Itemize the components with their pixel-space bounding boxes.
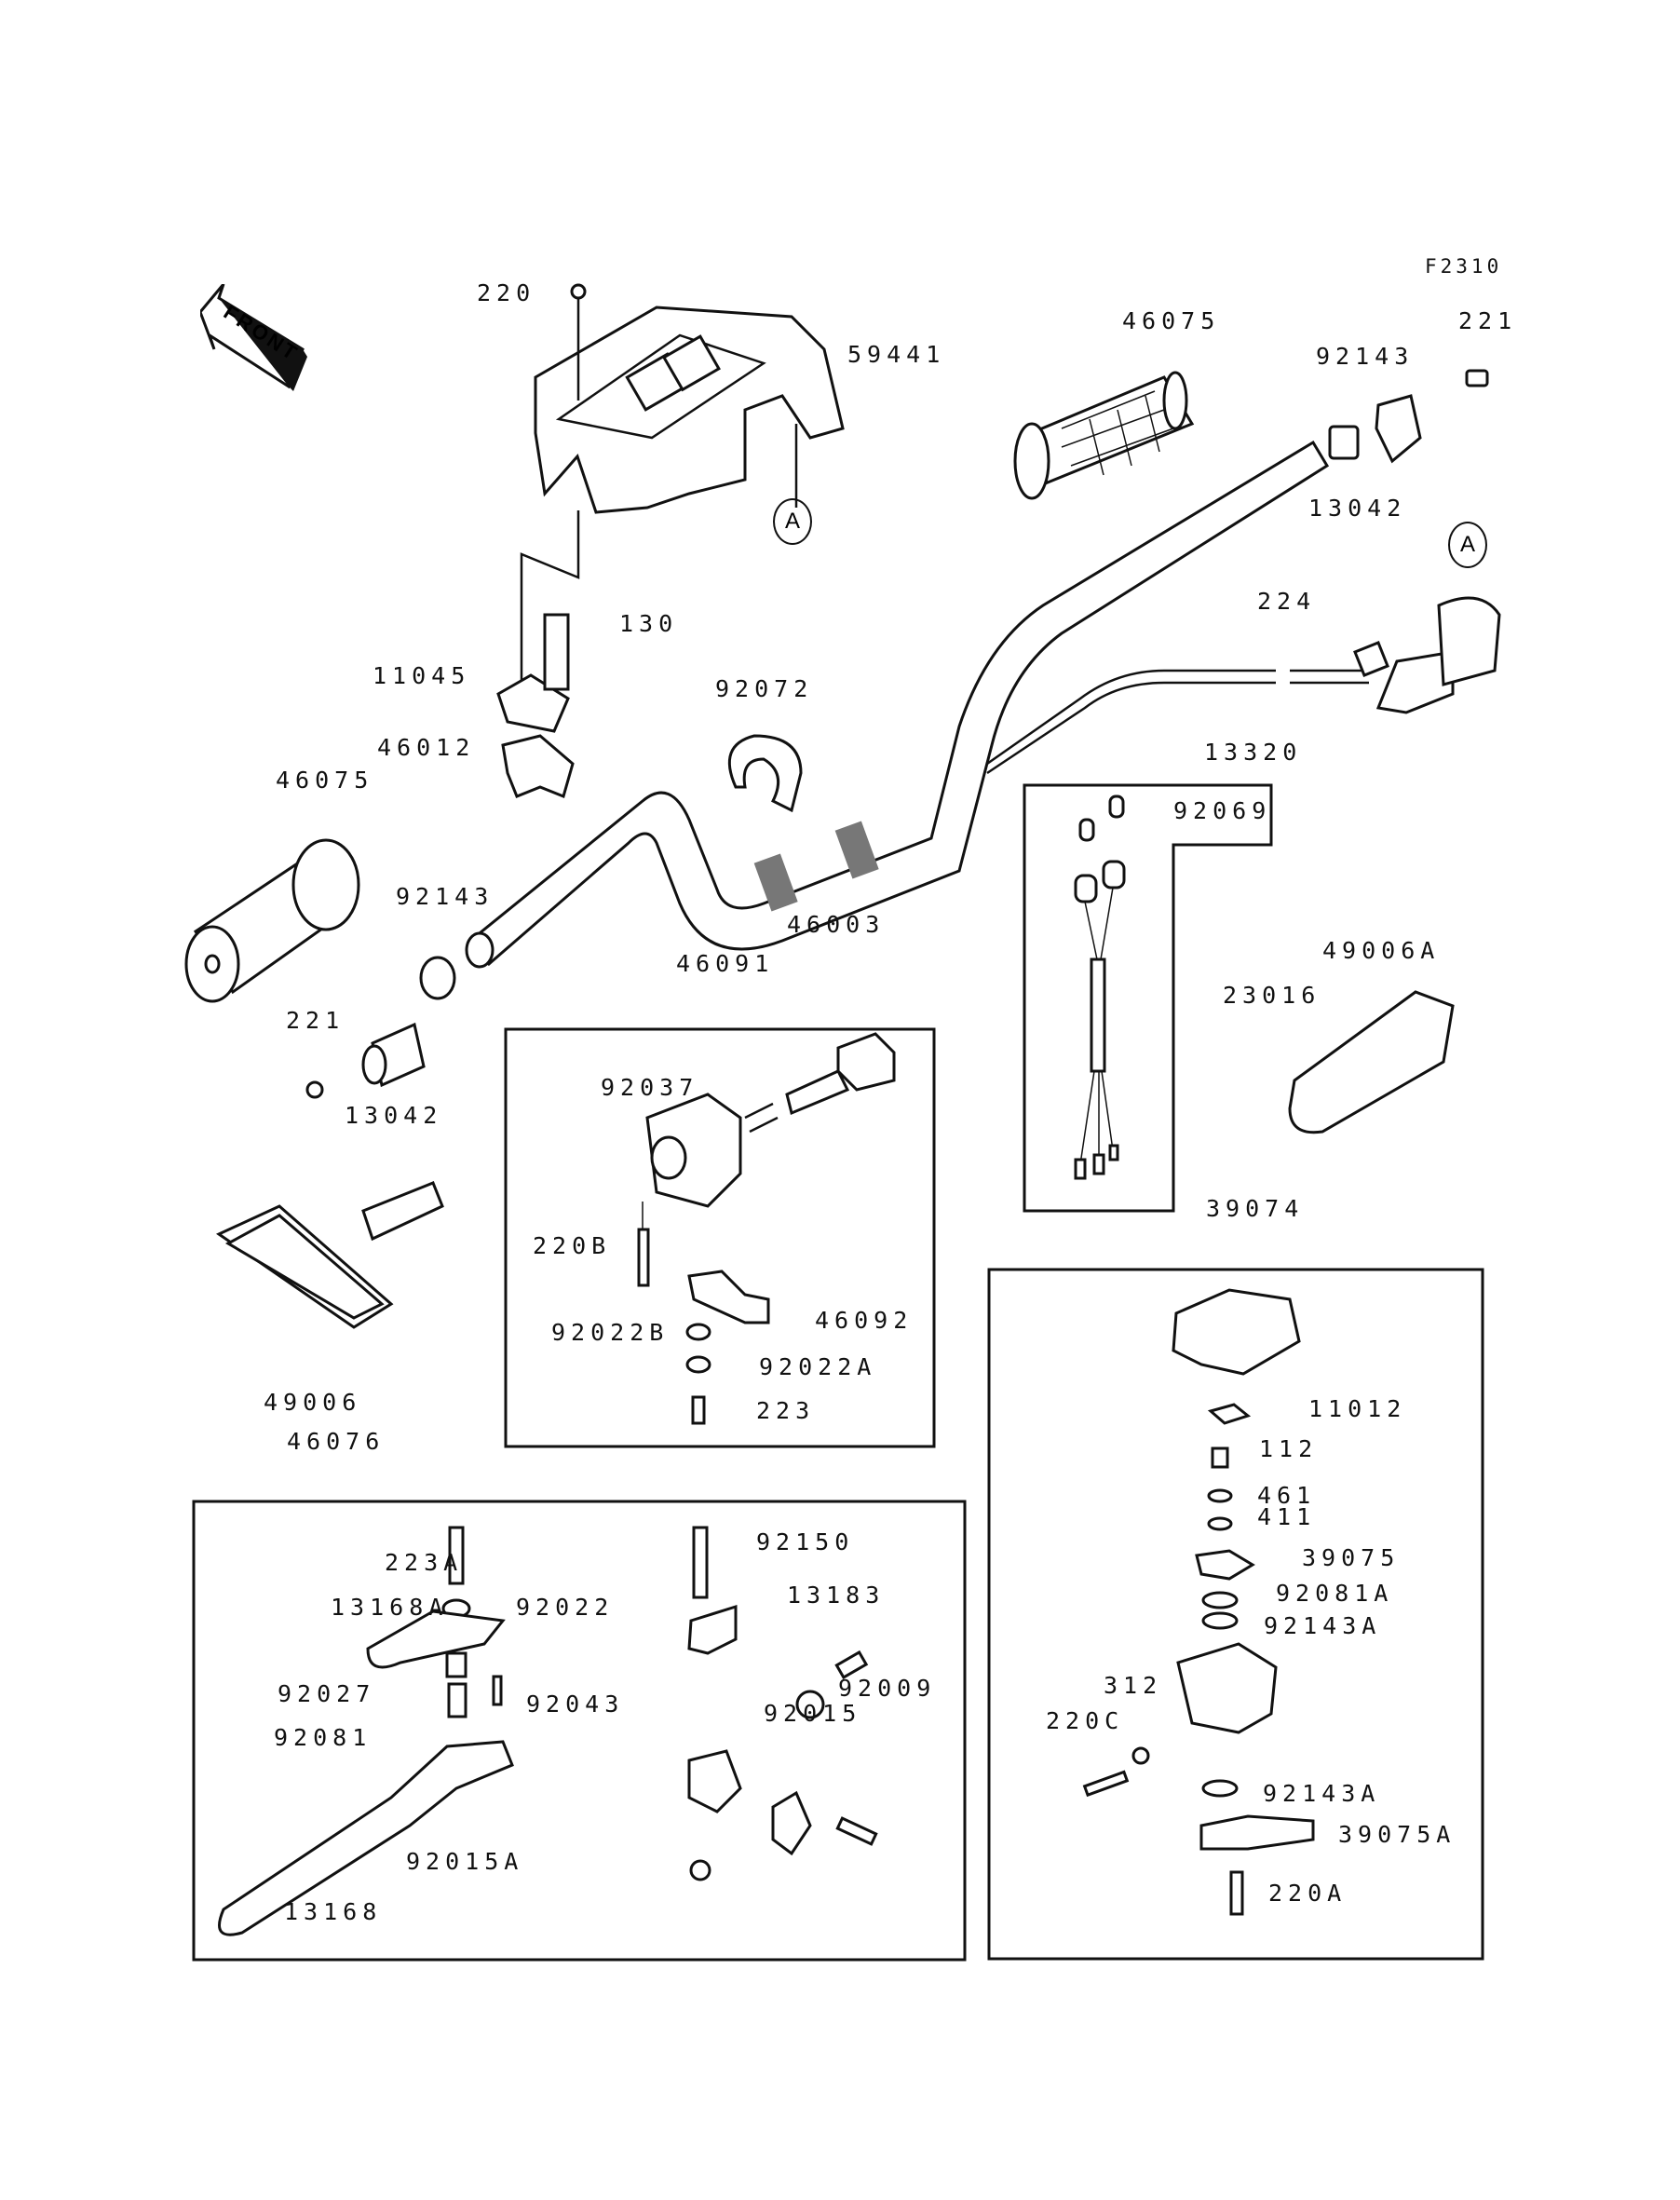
part-label: 92015 xyxy=(764,1700,862,1727)
part-label: 11045 xyxy=(373,662,471,689)
part-label: 112 xyxy=(1259,1435,1319,1462)
switch-39074 xyxy=(1082,1288,1315,1916)
part-label: 92069 xyxy=(1173,797,1272,824)
part-label: 92037 xyxy=(601,1074,699,1101)
part-label: 23016 xyxy=(1223,982,1321,1009)
part-label: 220C xyxy=(1046,1707,1125,1734)
part-label: 46075 xyxy=(1122,307,1221,334)
part-label: 221 xyxy=(1458,307,1518,334)
part-label: 92027 xyxy=(278,1680,376,1707)
handlebar-cover xyxy=(534,306,845,514)
part-label: 39074 xyxy=(1206,1195,1305,1222)
part-label: 46012 xyxy=(377,734,476,761)
part-label: 92072 xyxy=(715,675,814,702)
part-label: 13183 xyxy=(787,1582,886,1609)
part-label: 312 xyxy=(1104,1672,1163,1699)
part-label: 92043 xyxy=(526,1691,625,1718)
part-label: 92022B xyxy=(551,1319,670,1346)
part-label: 59441 xyxy=(847,341,946,368)
part-label: 92143 xyxy=(1316,343,1415,370)
part-label: 461 xyxy=(1257,1482,1317,1509)
part-label: 92022 xyxy=(516,1594,615,1621)
right-grip xyxy=(1013,371,1195,500)
handlebar xyxy=(465,440,1330,969)
part-label: 13042 xyxy=(345,1102,443,1129)
part-label: 220 xyxy=(477,279,536,306)
switch-housing xyxy=(637,1032,896,1425)
part-label: 220A xyxy=(1268,1880,1348,1907)
part-label: 130 xyxy=(619,610,679,637)
part-label: 220B xyxy=(533,1232,612,1259)
front-arrow-icon: FRONT xyxy=(198,283,321,396)
part-label: 13168 xyxy=(284,1898,383,1925)
part-label: 92015A xyxy=(406,1848,524,1875)
ref-marker-a: A xyxy=(773,498,812,545)
part-label: 46076 xyxy=(287,1428,386,1455)
left-grip xyxy=(184,838,360,1003)
lever-assembly xyxy=(218,1526,878,1936)
part-label: 411 xyxy=(1257,1503,1317,1530)
part-label: 46091 xyxy=(676,950,775,977)
part-label: 46075 xyxy=(276,767,374,794)
part-label: 13320 xyxy=(1204,739,1303,766)
part-label: 92143A xyxy=(1263,1780,1381,1807)
part-label: 92081A xyxy=(1276,1580,1394,1607)
wire-harness xyxy=(1074,794,1126,1180)
part-label: 49006A xyxy=(1322,937,1441,964)
part-label: 92022A xyxy=(759,1353,877,1380)
part-label: 46003 xyxy=(787,911,886,938)
part-label: 11012 xyxy=(1308,1395,1407,1422)
part-label: 13042 xyxy=(1308,495,1407,522)
ref-marker-a: A xyxy=(1448,522,1487,568)
part-label: 13168A xyxy=(331,1594,449,1621)
part-label: 49006 xyxy=(264,1389,362,1416)
part-label: 92150 xyxy=(756,1528,855,1555)
part-label: 223A xyxy=(385,1549,464,1576)
part-label: 223 xyxy=(756,1397,816,1424)
part-label: 39075A xyxy=(1338,1821,1456,1848)
part-label: 92143 xyxy=(396,883,495,910)
part-label: 224 xyxy=(1257,588,1317,615)
part-label: 92143A xyxy=(1264,1612,1382,1639)
part-label: 92081 xyxy=(274,1724,373,1751)
part-label: 46092 xyxy=(815,1307,914,1334)
part-label: 39075 xyxy=(1302,1544,1401,1571)
part-label: 221 xyxy=(286,1007,345,1034)
figure-code: F2310 xyxy=(1425,255,1503,278)
part-label: 92009 xyxy=(838,1675,937,1702)
